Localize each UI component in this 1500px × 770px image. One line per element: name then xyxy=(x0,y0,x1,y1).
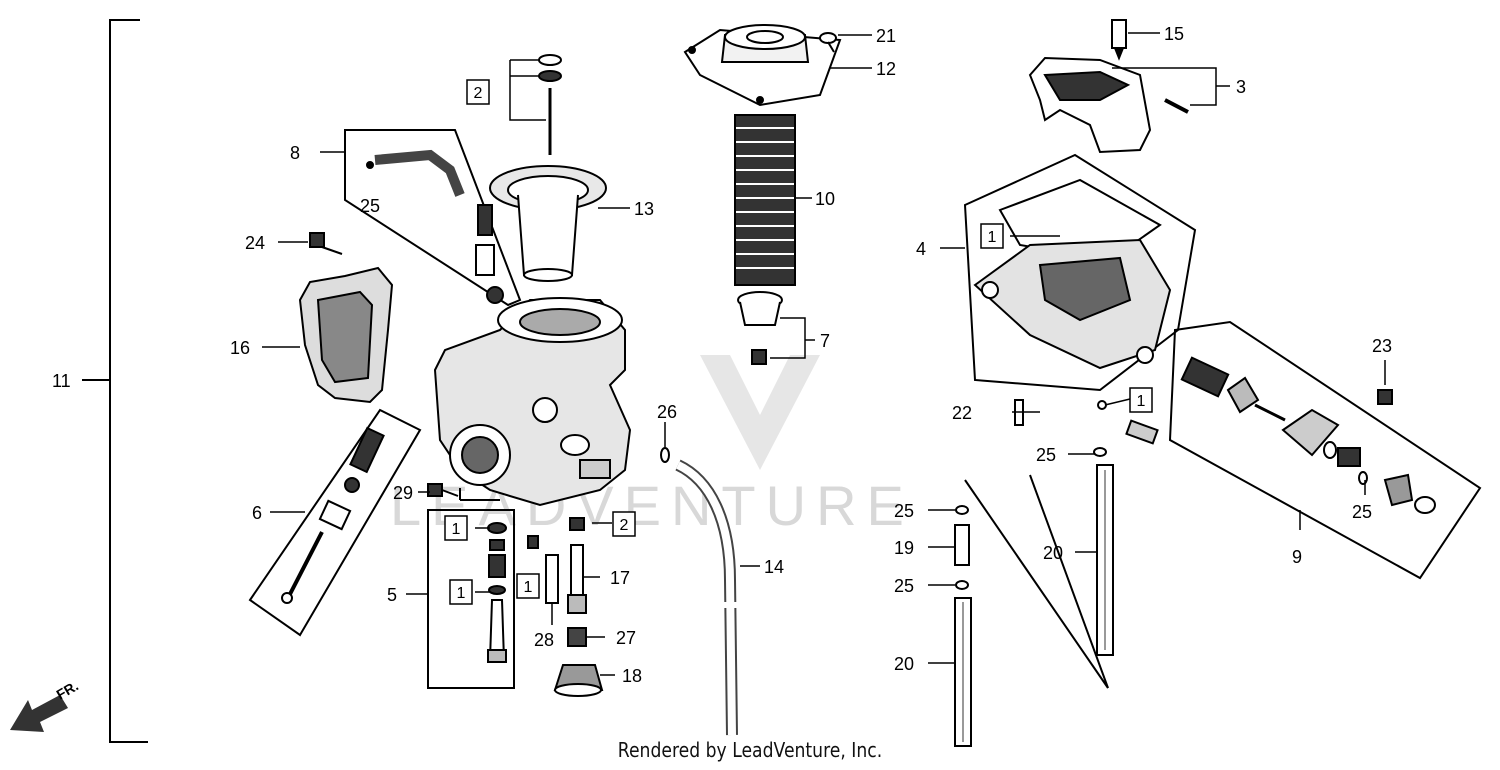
callout-21: 21 xyxy=(876,26,896,46)
callout-25: 25 xyxy=(1036,445,1056,465)
callout-25: 25 xyxy=(360,196,380,216)
callout-16: 16 xyxy=(230,338,250,358)
part-screw-21 xyxy=(819,32,837,53)
assembly-bracket-11 xyxy=(82,19,148,743)
part-main-jet-column xyxy=(527,517,604,697)
callout-25: 25 xyxy=(894,576,914,596)
callout-1-box: 1 xyxy=(452,521,461,538)
callout-1-box: 1 xyxy=(988,229,997,246)
part-top-cap xyxy=(683,24,842,107)
callout-9: 9 xyxy=(1292,547,1302,567)
callout-18: 18 xyxy=(622,666,642,686)
callout-3: 3 xyxy=(1236,77,1246,97)
part-cover-16 xyxy=(298,266,394,404)
callout-13: 13 xyxy=(634,199,654,219)
callout-20: 20 xyxy=(894,654,914,674)
callout-28: 28 xyxy=(534,630,554,650)
front-direction-arrow: FR. xyxy=(10,677,81,732)
callout-10: 10 xyxy=(815,189,835,209)
callout-25: 25 xyxy=(894,501,914,521)
callout-22: 22 xyxy=(952,403,972,423)
callout-12: 12 xyxy=(876,59,896,79)
part-float-bowl-4 xyxy=(963,153,1197,445)
callout-4: 4 xyxy=(916,239,926,259)
part-drain-hoses xyxy=(954,447,1114,747)
callout-1-box: 1 xyxy=(457,585,466,602)
leader-lines xyxy=(262,32,1386,676)
callout-1-box: 1 xyxy=(1137,393,1146,410)
part-carburetor-body xyxy=(433,297,632,507)
callout-17: 17 xyxy=(610,568,630,588)
callout-1-box: 1 xyxy=(524,579,533,596)
part-group-9 xyxy=(1168,320,1482,580)
callout-14: 14 xyxy=(764,557,784,577)
callout-20: 20 xyxy=(1043,543,1063,563)
part-jet-needle xyxy=(538,54,562,155)
callout-25: 25 xyxy=(1352,502,1372,522)
callout-7: 7 xyxy=(820,331,830,351)
part-float-3 xyxy=(1028,19,1189,154)
callout-11: 11 xyxy=(52,371,71,391)
part-spring-10 xyxy=(734,114,796,286)
callout-27: 27 xyxy=(616,628,636,648)
callout-29: 29 xyxy=(393,483,413,503)
callout-5: 5 xyxy=(387,585,397,605)
callout-6: 6 xyxy=(252,503,262,523)
callout-19: 19 xyxy=(894,538,914,558)
callout-26: 26 xyxy=(657,402,677,422)
callout-8: 8 xyxy=(290,143,300,163)
part-group-6 xyxy=(248,408,422,637)
part-diaphragm-13 xyxy=(489,165,607,282)
callout-24: 24 xyxy=(245,233,265,253)
part-hose-14 xyxy=(660,447,740,736)
part-needle-holder-7 xyxy=(737,291,783,365)
part-group-8 xyxy=(344,129,522,307)
callout-2-box: 2 xyxy=(474,85,483,102)
callout-15: 15 xyxy=(1164,24,1184,44)
callout-23: 23 xyxy=(1372,336,1392,356)
part-screw-24 xyxy=(309,232,343,255)
part-group-5 xyxy=(427,488,515,689)
part-screw-29 xyxy=(427,483,459,497)
footer-credit: Rendered by LeadVenture, Inc. xyxy=(617,738,883,762)
boxed-callouts xyxy=(444,79,1153,605)
callout-2-box: 2 xyxy=(620,517,629,534)
